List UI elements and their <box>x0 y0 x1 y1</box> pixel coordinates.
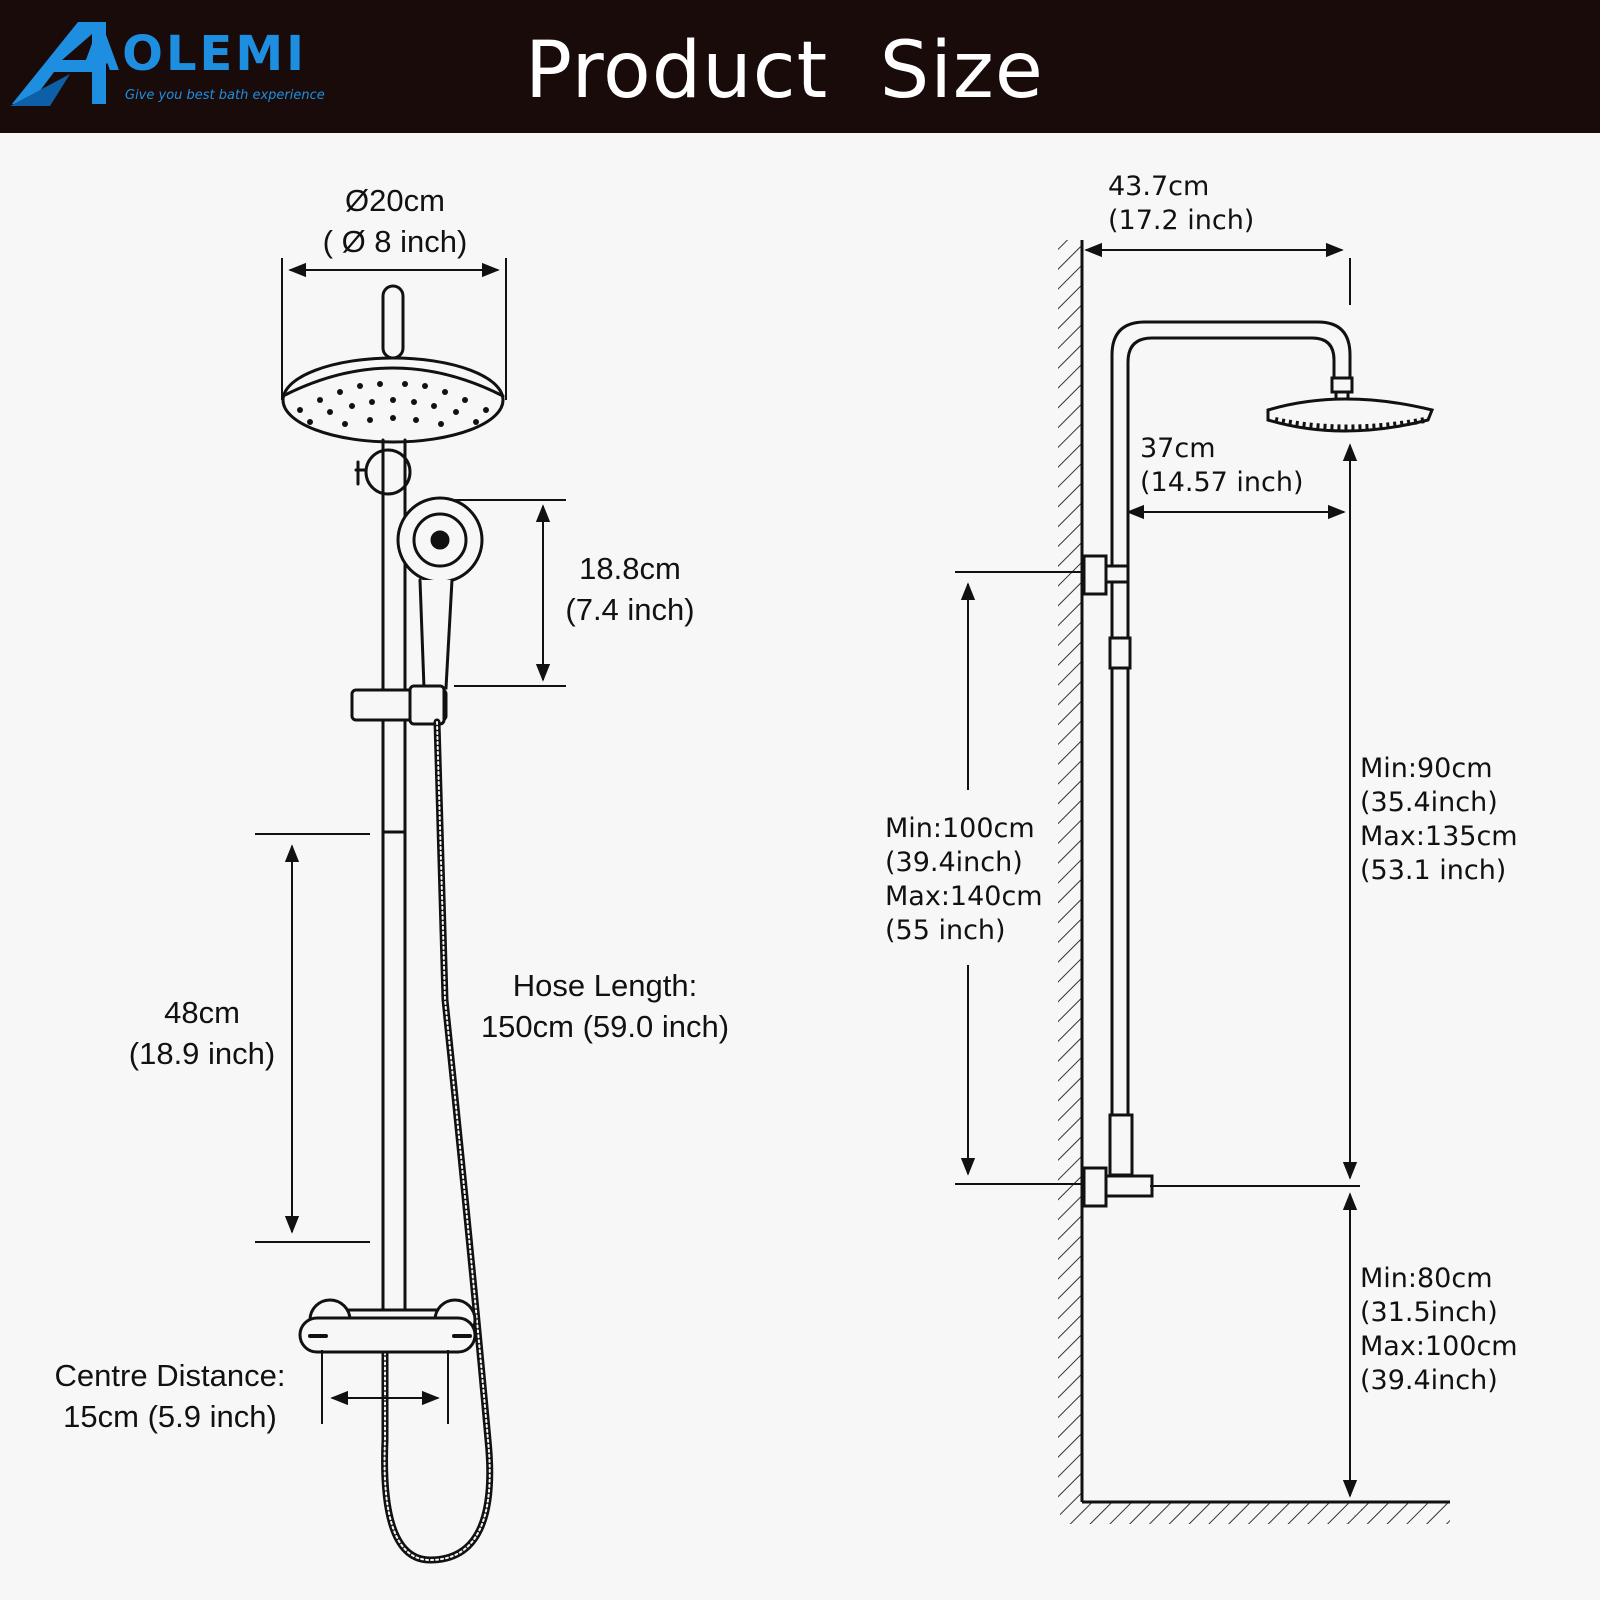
bar-adjust-inch: (18.9 inch) <box>128 1036 276 1071</box>
hand-shower-length-cm: 18.8cm <box>579 551 681 586</box>
arm-projection-cm: 43.7cm <box>1108 171 1210 202</box>
logo-mark-icon <box>10 22 106 106</box>
side-view-drawing <box>1058 240 1450 1524</box>
head-height-max-inch: (53.1 inch) <box>1360 855 1507 886</box>
centre-distance-value: 15cm (5.9 inch) <box>63 1399 277 1434</box>
hand-shower-length-inch: (7.4 inch) <box>565 592 695 627</box>
bar-adjust-cm: 48cm <box>164 995 240 1030</box>
brand-name: AOLEMI <box>82 26 307 82</box>
hand-shower-length-label: 18.8cm (7.4 inch) <box>550 548 710 630</box>
head-height-label: Min:90cm (35.4inch) Max:135cm (53.1 inch… <box>1360 752 1518 888</box>
head-diameter-label: Ø20cm ( Ø 8 inch) <box>300 180 490 262</box>
side-view-dimensions <box>955 242 1360 1498</box>
centre-distance-label: Centre Distance: 15cm (5.9 inch) <box>35 1355 305 1437</box>
front-view-dimensions <box>255 258 566 1424</box>
bracket-height-min: Min:100cm <box>885 813 1035 844</box>
bar-adjust-label: 48cm (18.9 inch) <box>112 992 292 1074</box>
head-diameter-cm: Ø20cm <box>345 183 445 218</box>
centre-distance-title: Centre Distance: <box>54 1358 286 1393</box>
head-height-min-inch: (35.4inch) <box>1360 787 1498 818</box>
brand-tagline: Give you best bath experience <box>125 88 325 103</box>
head-height-max: Max:135cm <box>1360 821 1518 852</box>
page-title: Product Size <box>525 26 1044 116</box>
valve-height-min: Min:80cm <box>1360 1263 1493 1294</box>
bracket-height-max-inch: (55 inch) <box>885 915 1006 946</box>
front-view-drawing <box>281 284 505 1564</box>
head-height-min: Min:90cm <box>1360 753 1493 784</box>
hose-length-label: Hose Length: 150cm (59.0 inch) <box>455 965 755 1047</box>
bracket-height-label: Min:100cm (39.4inch) Max:140cm (55 inch) <box>885 812 1043 948</box>
arm-to-pipe-label: 37cm (14.57 inch) <box>1140 432 1304 500</box>
valve-height-max-inch: (39.4inch) <box>1360 1365 1498 1396</box>
valve-height-label: Min:80cm (31.5inch) Max:100cm (39.4inch) <box>1360 1262 1518 1398</box>
bracket-height-max: Max:140cm <box>885 881 1043 912</box>
valve-height-min-inch: (31.5inch) <box>1360 1297 1498 1328</box>
brand-logo: AOLEMI Give you best bath experience <box>10 14 325 114</box>
arm-to-pipe-inch: (14.57 inch) <box>1140 467 1304 498</box>
arm-projection-label: 43.7cm (17.2 inch) <box>1108 170 1254 238</box>
hose-length-value: 150cm (59.0 inch) <box>480 1009 730 1044</box>
head-diameter-inch: ( Ø 8 inch) <box>322 224 468 259</box>
bracket-height-min-inch: (39.4inch) <box>885 847 1023 878</box>
arm-projection-inch: (17.2 inch) <box>1108 205 1255 236</box>
arm-to-pipe-cm: 37cm <box>1140 433 1216 464</box>
hose-length-title: Hose Length: <box>512 968 698 1003</box>
valve-height-max: Max:100cm <box>1360 1331 1518 1362</box>
header-bar: AOLEMI Give you best bath experience Pro… <box>0 0 1600 133</box>
